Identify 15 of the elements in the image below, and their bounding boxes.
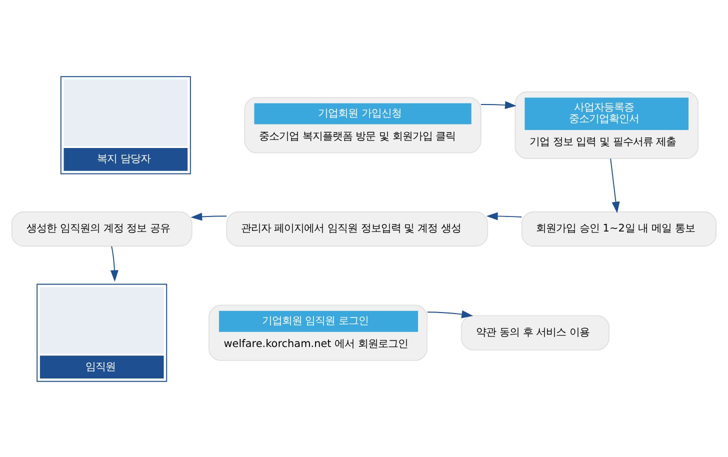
arrow (610, 158, 620, 213)
arrow (480, 100, 516, 109)
node-box: 약관 동의 후 서비스 이용 (460, 314, 610, 350)
arrow (190, 212, 228, 220)
node-box: 회원가입 승인 1~2일 내 메일 통보 (521, 210, 717, 246)
node-box: 임직원 (36, 283, 168, 382)
node-box: 기업회원 임직원 로그인 welfare.korcham.net 에서 회원로그인 (208, 304, 428, 360)
arrow (486, 212, 522, 220)
arrow (110, 245, 118, 282)
node-box: 복지 담당자 (60, 76, 191, 174)
arrow (426, 310, 474, 318)
node-box: 사업자등록증 중소기업확인서 기업 정보 입력 및 필수서류 제출 (514, 90, 699, 158)
node-box: 관리자 페이지에서 임직원 정보입력 및 계정 생성 (226, 210, 488, 246)
node-box: 기업회원 가입신청 중소기업 복지플랫폼 방문 및 회원가입 클릭 (244, 96, 482, 153)
node-box: 생성한 임직원의 계정 정보 공유 (11, 210, 192, 246)
